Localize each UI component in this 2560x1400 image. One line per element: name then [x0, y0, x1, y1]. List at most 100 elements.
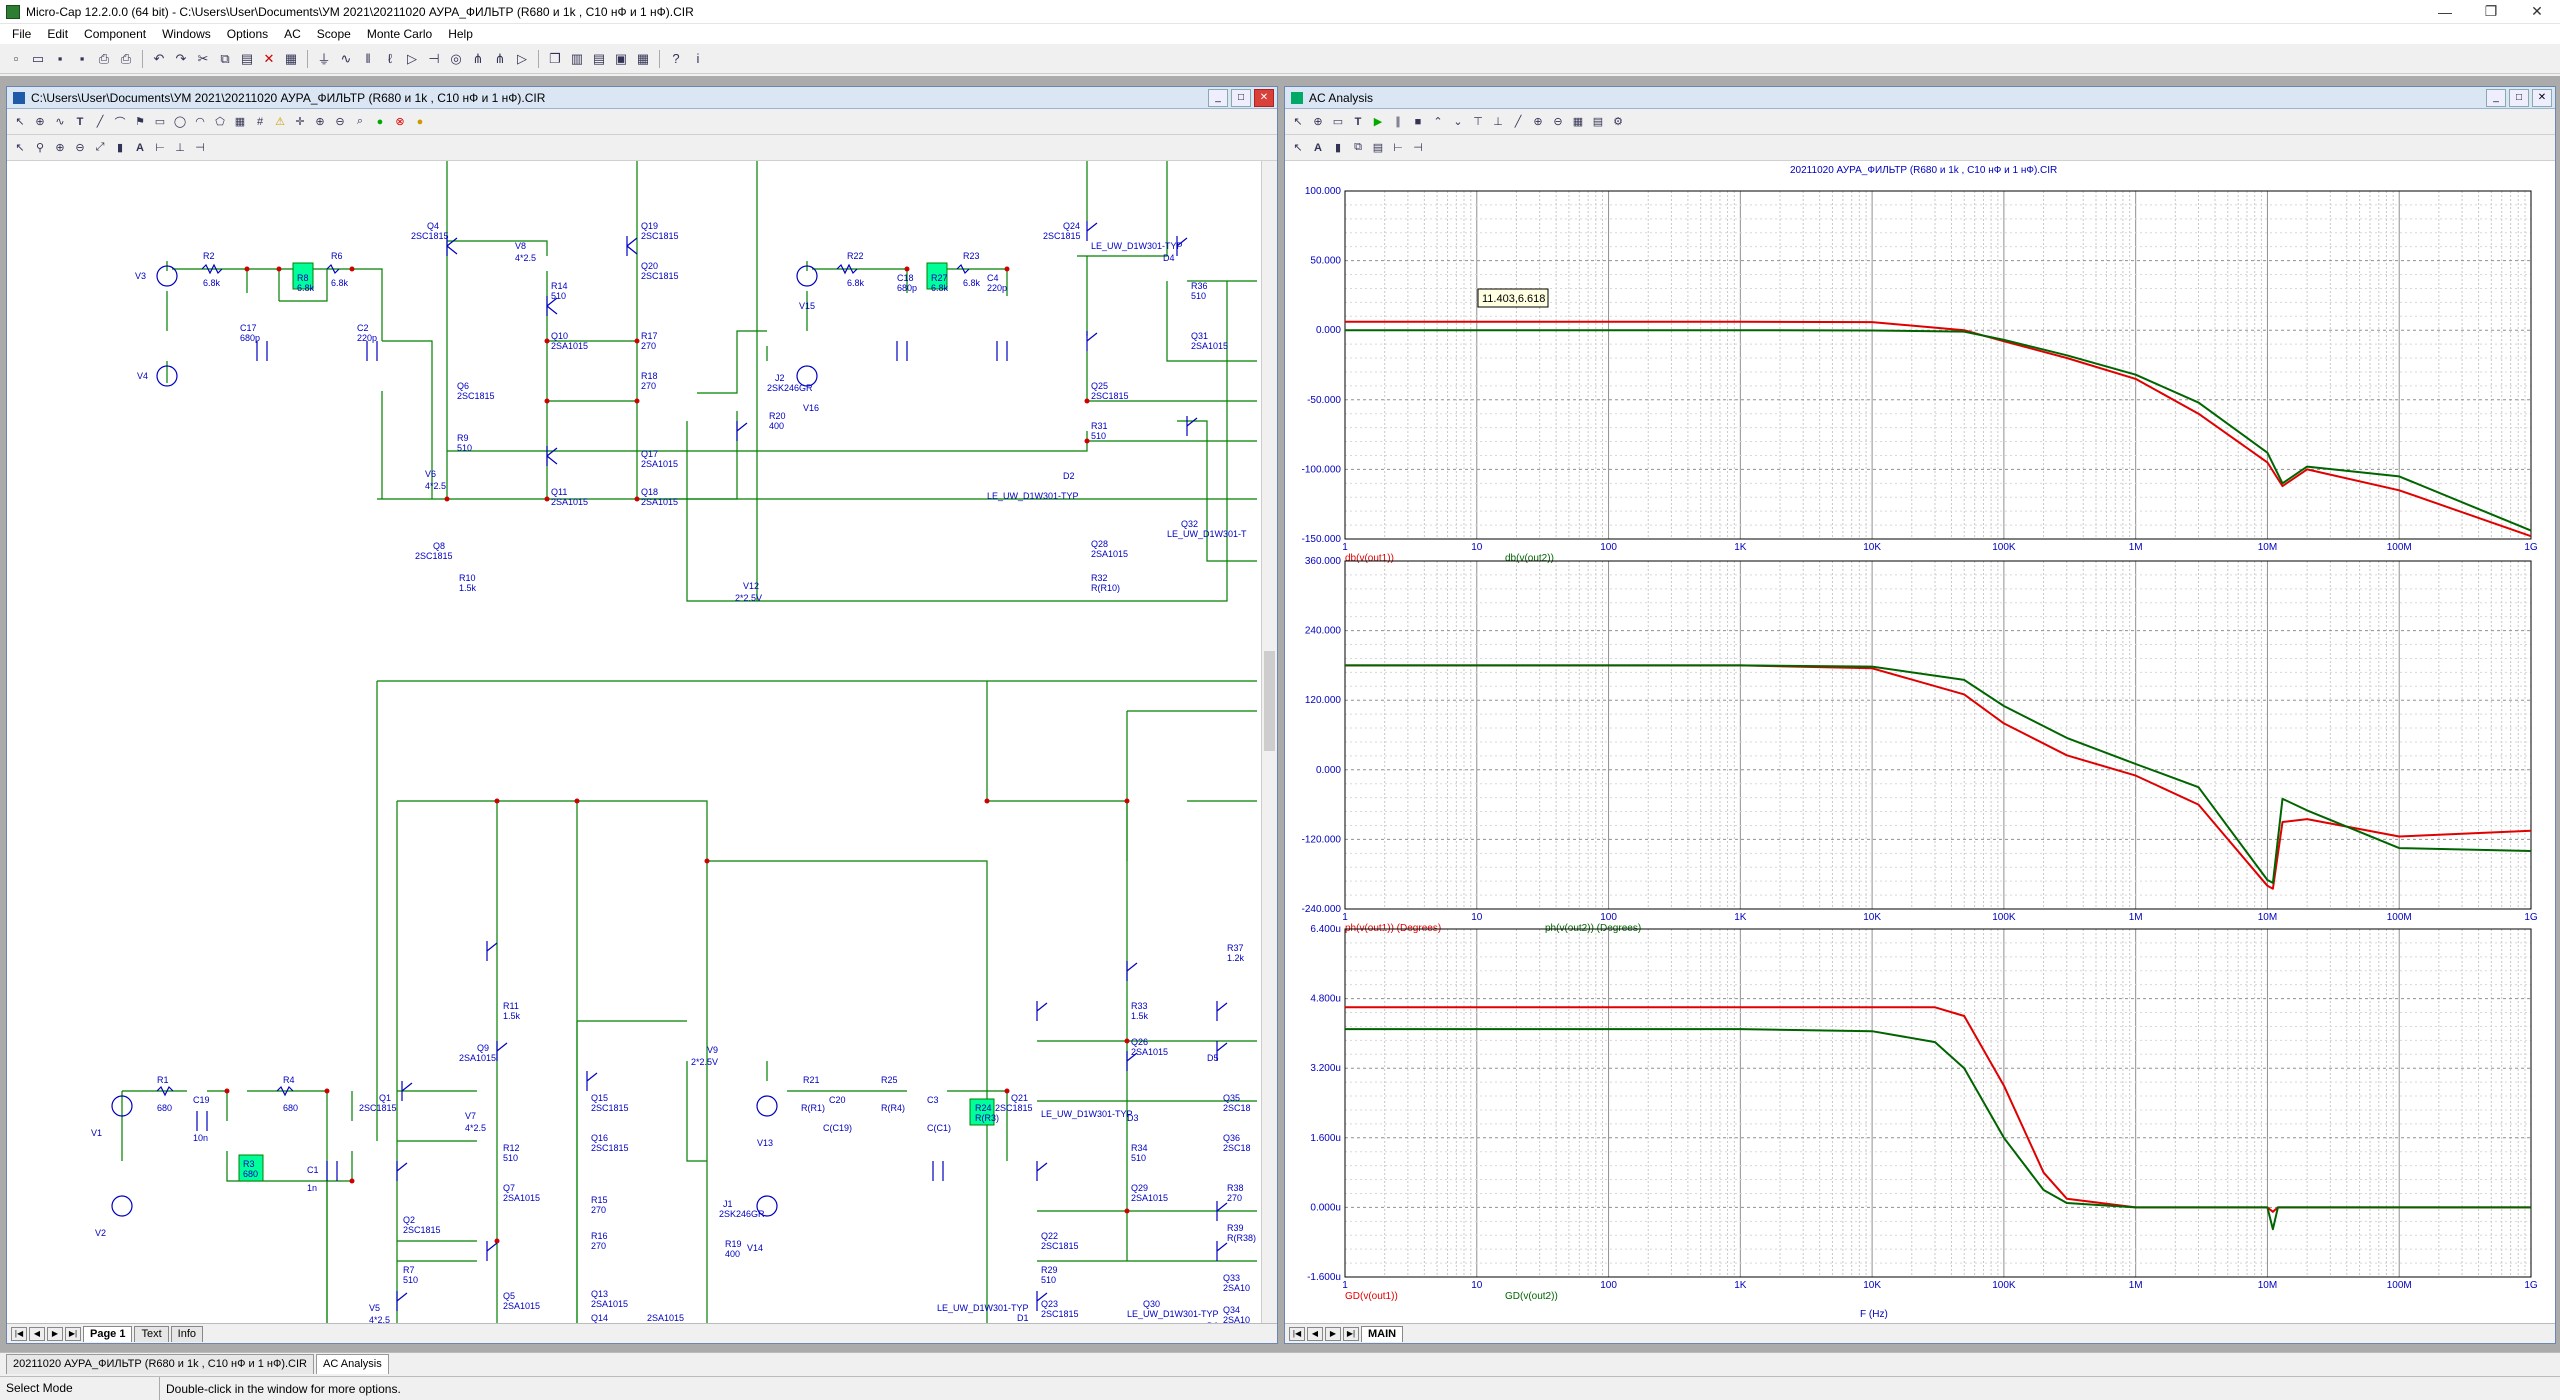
peak-icon[interactable]: ⌃	[1433, 116, 1443, 128]
align-left-icon[interactable]: ⊢	[1393, 142, 1403, 154]
schematic-maximize-button[interactable]: □	[1231, 88, 1251, 107]
last-page-button[interactable]: ▶|	[1343, 1326, 1359, 1341]
ground-icon[interactable]: ⏚	[317, 52, 331, 67]
menu-edit[interactable]: Edit	[47, 27, 69, 41]
text-icon[interactable]: T	[76, 115, 84, 128]
component-icon[interactable]: ⊕	[1313, 116, 1323, 128]
save-icon[interactable]: ▪	[57, 51, 63, 66]
ac-analysis-plots[interactable]: 20211020 АУРА_ФИЛЬТР (R680 и 1k , C10 нФ…	[1285, 161, 2555, 1323]
align-right-icon[interactable]: ⊣	[1413, 142, 1423, 154]
properties-icon[interactable]: ⚙	[1613, 116, 1623, 128]
pause-icon[interactable]: ∥	[1395, 116, 1401, 128]
save-all-icon[interactable]: ▪	[79, 51, 85, 66]
rectangle-icon[interactable]: ▭	[154, 116, 166, 128]
source-icon[interactable]: ◎	[450, 50, 462, 66]
doc-tab-ac-analysis[interactable]: AC Analysis	[316, 1354, 389, 1374]
new-icon[interactable]: ▫	[13, 51, 19, 66]
font-icon[interactable]: A	[136, 141, 144, 154]
align-right-icon[interactable]: ⊣	[195, 142, 205, 154]
select-all-icon[interactable]: ▦	[284, 50, 298, 66]
scroll-thumb[interactable]	[1264, 651, 1275, 751]
schematic-close-button[interactable]: ✕	[1254, 88, 1274, 107]
tile-horizontal-icon[interactable]: ▤	[592, 50, 606, 66]
arc-icon[interactable]: ◠	[195, 116, 205, 128]
stop-icon[interactable]: ■	[1414, 115, 1422, 128]
copy-icon[interactable]: ⧉	[1354, 141, 1362, 153]
analysis-minimize-button[interactable]: _	[2486, 88, 2506, 107]
paste-icon[interactable]: ▤	[240, 50, 254, 66]
line-icon[interactable]: ╱	[96, 116, 104, 128]
color-icon[interactable]: ▮	[1334, 142, 1342, 154]
resistor-icon[interactable]: ∿	[340, 50, 352, 66]
schematic-vertical-scrollbar[interactable]	[1261, 161, 1277, 1323]
delete-icon[interactable]: ✕	[263, 50, 275, 66]
tab-info[interactable]: Info	[170, 1325, 204, 1342]
component-icon[interactable]: ⊕	[35, 116, 45, 128]
high-icon[interactable]: ⊤	[1473, 116, 1483, 128]
doc-tab-schematic[interactable]: 20211020 АУРА_ФИЛЬТР (R680 и 1k , C10 нФ…	[6, 1354, 315, 1374]
cut-icon[interactable]: ✂	[197, 50, 209, 66]
inductor-icon[interactable]: ℓ	[387, 51, 393, 66]
help-icon[interactable]: ?	[672, 51, 680, 66]
more-icon[interactable]: ●	[416, 115, 424, 128]
window-icon[interactable]: ▣	[614, 50, 628, 66]
schematic-drawing[interactable]: V3 V4 R2 6.8k C17 680p R8 6.8k R6 6.8k C…	[7, 161, 1261, 1323]
opamp-icon[interactable]: ▷	[517, 50, 527, 66]
find-icon[interactable]: ⌕	[356, 115, 364, 127]
analysis-maximize-button[interactable]: □	[2509, 88, 2529, 107]
grid-icon[interactable]: ▦	[1572, 116, 1584, 128]
schematic-minimize-button[interactable]: _	[1208, 88, 1228, 107]
menu-windows[interactable]: Windows	[162, 27, 211, 41]
last-page-button[interactable]: ▶|	[65, 1326, 81, 1341]
print-icon[interactable]: ⎙	[120, 50, 132, 66]
run-icon[interactable]: ▶	[1373, 116, 1383, 128]
tab-text[interactable]: Text	[134, 1325, 169, 1342]
redo-icon[interactable]: ↷	[175, 50, 187, 66]
zoom-in-icon[interactable]: ⊕	[1533, 116, 1543, 128]
align-center-icon[interactable]: ⊥	[175, 142, 185, 154]
next-page-button[interactable]: ▶	[1325, 1326, 1341, 1341]
color-icon[interactable]: ▮	[116, 142, 124, 154]
prev-page-button[interactable]: ◀	[29, 1326, 45, 1341]
info-icon[interactable]: i	[696, 51, 700, 66]
minimize-button[interactable]: —	[2438, 3, 2452, 20]
pnp-icon[interactable]: ⋔	[494, 50, 506, 66]
calculator-icon[interactable]: ▦	[636, 50, 650, 66]
fit-icon[interactable]: ⤢	[95, 141, 105, 153]
zoom-in-icon[interactable]: ⊕	[315, 116, 325, 128]
probe-icon[interactable]: ⚲	[35, 142, 45, 154]
node-numbers-icon[interactable]: #	[256, 115, 264, 128]
menu-monte-carlo[interactable]: Monte Carlo	[366, 27, 433, 41]
first-page-button[interactable]: |◀	[11, 1326, 27, 1341]
battery-icon[interactable]: ⊣	[428, 50, 440, 66]
pin-icon[interactable]: ✛	[295, 116, 305, 128]
pointer-icon[interactable]: ↖	[15, 142, 25, 154]
bezier-icon[interactable]: ⌒	[114, 116, 126, 129]
close-button[interactable]: ✕	[2531, 3, 2543, 19]
polygon-icon[interactable]: ⬠	[215, 116, 225, 128]
zoom-in-2-icon[interactable]: ⊕	[55, 142, 65, 154]
next-page-button[interactable]: ▶	[47, 1326, 63, 1341]
prev-page-button[interactable]: ◀	[1307, 1326, 1323, 1341]
first-page-button[interactable]: |◀	[1289, 1326, 1305, 1341]
flag-icon[interactable]: ⚑	[135, 116, 145, 128]
menu-component[interactable]: Component	[84, 27, 147, 41]
menu-options[interactable]: Options	[226, 27, 269, 41]
restore-button[interactable]: ❐	[2484, 3, 2498, 19]
npn-icon[interactable]: ⋔	[472, 50, 484, 66]
menu-help[interactable]: Help	[448, 27, 473, 41]
diode-icon[interactable]: ▷	[407, 50, 417, 66]
align-left-icon[interactable]: ⊢	[155, 142, 165, 154]
analysis-canvas[interactable]: 20211020 АУРА_ФИЛЬТР (R680 и 1k , C10 нФ…	[1285, 161, 2555, 1323]
low-icon[interactable]: ⊥	[1493, 116, 1503, 128]
cursor-readout-box[interactable]: 11.403,6.618	[1477, 288, 1549, 308]
menu-ac[interactable]: AC	[284, 27, 301, 41]
paste-icon[interactable]: ▤	[1372, 142, 1384, 154]
cascade-icon[interactable]: ❐	[549, 50, 561, 66]
tile-vertical-icon[interactable]: ▥	[570, 50, 584, 66]
zoom-out-2-icon[interactable]: ⊖	[75, 142, 85, 154]
stop-icon[interactable]: ⊗	[395, 116, 405, 128]
zoom-out-icon[interactable]: ⊖	[1553, 116, 1563, 128]
menu-scope[interactable]: Scope	[316, 27, 351, 41]
menu-file[interactable]: File	[12, 27, 32, 41]
